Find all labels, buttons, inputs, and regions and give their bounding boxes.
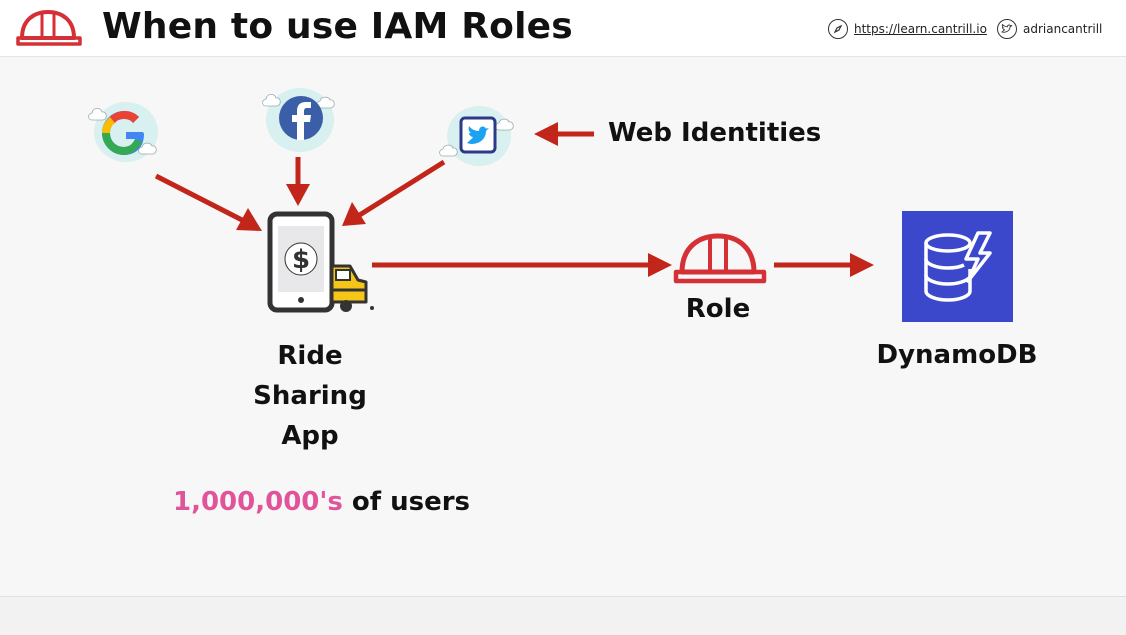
- arrow-web-identities: [534, 122, 594, 146]
- web-identities-label: Web Identities: [608, 118, 822, 148]
- users-label: 1,000,000's of users: [173, 487, 470, 517]
- google-cloud-icon: [88, 102, 158, 162]
- twitter-bird-icon: [997, 19, 1017, 39]
- role-label: Role: [685, 294, 751, 324]
- facebook-cloud-icon: [262, 88, 335, 152]
- app-label-line: Sharing: [253, 381, 367, 411]
- arrow-twitter-to-app: [342, 159, 446, 226]
- users-count: 1,000,000's: [173, 487, 343, 517]
- users-suffix: of users: [351, 487, 471, 517]
- svg-text:$: $: [292, 245, 310, 275]
- arrow-app-to-role: [372, 253, 672, 277]
- page-title: When to use IAM Roles: [102, 6, 573, 47]
- twitter-link[interactable]: adriancantrill: [997, 18, 1102, 40]
- app-label-line: Ride: [277, 341, 343, 371]
- footer-bar: [0, 596, 1126, 635]
- dynamodb-label: DynamoDB: [876, 340, 1038, 370]
- twitter-handle[interactable]: adriancantrill: [1023, 22, 1103, 36]
- arrow-facebook-to-app: [286, 157, 310, 206]
- twitter-cloud-icon: [439, 106, 514, 166]
- role-helmet-icon: [673, 233, 767, 284]
- header: When to use IAM Roles https://learn.cant…: [0, 0, 1126, 57]
- arrow-role-to-dynamodb: [774, 253, 874, 277]
- website-link[interactable]: https://learn.cantrill.io: [828, 18, 987, 40]
- ride-sharing-app-label: Ride Sharing App: [230, 336, 390, 456]
- dynamodb-icon: [902, 211, 1013, 322]
- compass-icon: [828, 19, 848, 39]
- ride-sharing-phone-icon: $: [267, 211, 374, 313]
- website-url[interactable]: https://learn.cantrill.io: [854, 22, 987, 36]
- red-helmet-icon: [16, 10, 82, 46]
- app-label-line: App: [281, 421, 339, 451]
- arrow-google-to-app: [154, 173, 262, 231]
